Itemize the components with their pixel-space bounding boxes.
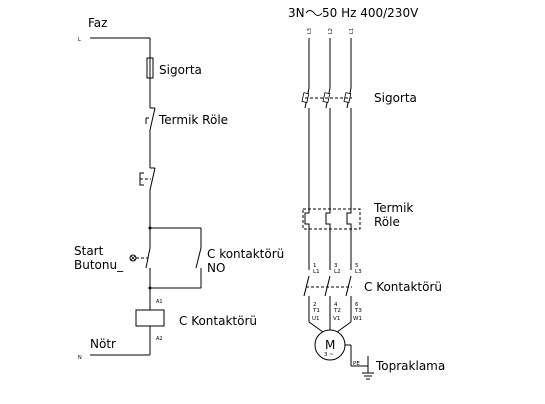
- contact-top-number-2: 3: [334, 263, 338, 269]
- a2-label: A2: [156, 336, 163, 342]
- ground-icon: [362, 356, 374, 380]
- control-termik-label: Termik Röle: [158, 113, 228, 127]
- notr-label: Nötr: [90, 337, 116, 351]
- contactor-coil: [135, 309, 165, 327]
- thermal-relay-contact: [145, 107, 156, 131]
- motor-terminal-u1: U1: [312, 316, 320, 322]
- power-termik-label-line2: Röle: [374, 215, 400, 229]
- control-circuit: Faz L Sigorta Termik Röle: [74, 16, 284, 361]
- power-sigorta-label: Sigorta: [374, 91, 417, 105]
- motor-phase: 3 ~: [324, 352, 334, 358]
- start-label-line2: Butonu_: [74, 258, 124, 272]
- contact-top-terminal-1: L1: [313, 269, 320, 275]
- contact-top-number-1: 1: [313, 263, 317, 269]
- start-button: [129, 247, 151, 269]
- aux-contact-label-line2: NO: [207, 261, 225, 275]
- power-contactor-label: C Kontaktörü: [364, 280, 442, 294]
- motor: M 3 ~: [314, 329, 346, 361]
- contact-top-terminal-2: L2: [334, 269, 341, 275]
- phase-terminal-1: L3: [307, 28, 313, 34]
- phase-terminal-2: L2: [328, 28, 334, 34]
- supply-spec-label: 50 Hz 400/230V: [322, 6, 419, 20]
- aux-contact: [195, 247, 202, 269]
- faz-label: Faz: [88, 16, 107, 30]
- contact-top-terminal-3: L3: [355, 269, 362, 275]
- start-label-line1: Start: [74, 244, 104, 258]
- topraklama-label: Topraklama: [375, 359, 445, 373]
- aux-contact-label-line1: C kontaktörü: [207, 247, 284, 261]
- stop-button: [139, 167, 156, 191]
- ac-symbol: [305, 10, 323, 16]
- a1-label: A1: [156, 299, 163, 305]
- l-terminal-label: L: [78, 37, 81, 43]
- contact-bottom-terminal-2: T2: [333, 308, 341, 314]
- motor-lead-1: [308, 321, 324, 333]
- phase-terminal-3: L1: [349, 28, 355, 34]
- thermal-relay: [302, 208, 361, 230]
- contact-bottom-number-3: 6: [355, 302, 359, 308]
- contact-bottom-number-1: 2: [313, 302, 317, 308]
- n-terminal-label: N: [78, 355, 82, 361]
- motor-letter: M: [325, 338, 335, 352]
- contact-top-number-3: 5: [355, 263, 359, 269]
- power-circuit: 3N 50 Hz 400/230V L3 L2 L1 Sigorta: [288, 6, 445, 380]
- pe-label: PE: [353, 361, 360, 367]
- contactor-main-contacts: [303, 275, 352, 297]
- power-fuses: [301, 87, 352, 109]
- contact-bottom-terminal-3: T3: [354, 308, 362, 314]
- power-termik-label-line1: Termik: [373, 201, 413, 215]
- motor-lead-3: [336, 321, 352, 333]
- motor-terminal-v1: V1: [333, 316, 340, 322]
- control-sigorta-label: Sigorta: [159, 63, 202, 77]
- contact-bottom-number-2: 4: [334, 302, 338, 308]
- supply-label: 3N: [288, 6, 305, 20]
- contact-bottom-terminal-1: T1: [312, 308, 320, 314]
- coil-label: C Kontaktörü: [179, 314, 257, 328]
- motor-terminal-w1: W1: [353, 316, 362, 322]
